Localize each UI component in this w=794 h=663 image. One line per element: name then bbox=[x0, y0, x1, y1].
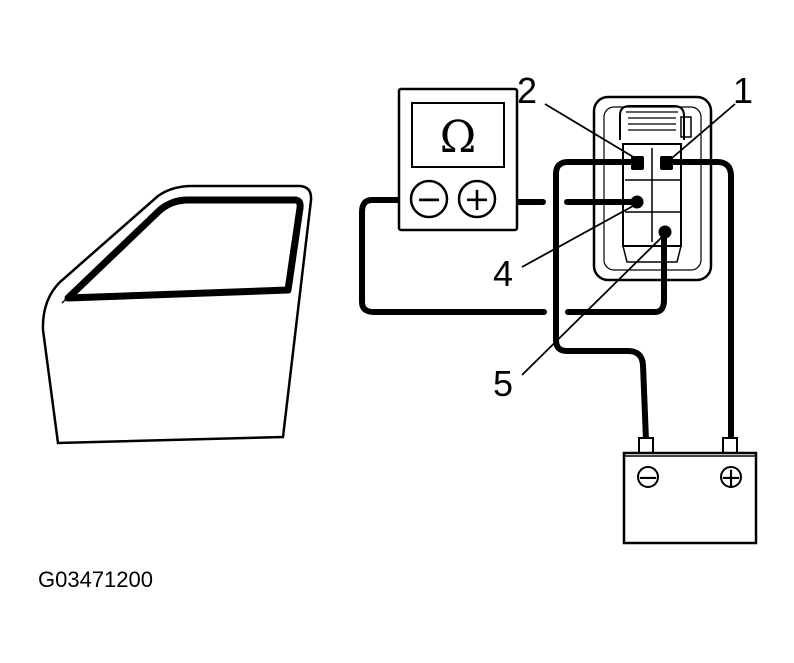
battery-positive-mark bbox=[720, 466, 742, 488]
ohmmeter-positive-jack bbox=[457, 179, 497, 219]
ohm-symbol: Ω bbox=[440, 112, 476, 163]
terminal-2-contact bbox=[631, 156, 644, 170]
switch-bottom-lip bbox=[622, 245, 682, 263]
battery-positive-symbol: + bbox=[720, 463, 742, 493]
ohmmeter-display bbox=[411, 102, 505, 168]
terminal-4-contact bbox=[630, 195, 644, 209]
wiring bbox=[359, 159, 734, 443]
terminal-5-contact bbox=[658, 225, 672, 239]
switch-top-latch-ribs bbox=[626, 111, 678, 131]
figure-code: G03471200 bbox=[38, 567, 153, 592]
battery-negative-post bbox=[638, 437, 654, 454]
leader-line-2 bbox=[544, 103, 636, 159]
callout-1: 1 bbox=[733, 70, 753, 111]
switch-outer-housing bbox=[592, 95, 713, 282]
ohmmeter: Ω − + bbox=[397, 87, 519, 232]
terminal-contacts bbox=[630, 156, 673, 239]
door-illustration bbox=[41, 184, 313, 445]
door-inner-trim bbox=[61, 213, 157, 304]
battery-negative-symbol: − bbox=[637, 463, 659, 493]
battery-negative-mark bbox=[637, 466, 659, 488]
callout-2: 2 bbox=[517, 70, 537, 111]
leader-line-5 bbox=[521, 236, 663, 376]
wire-ohmmeter-negative bbox=[359, 197, 547, 315]
battery: − + bbox=[622, 437, 758, 545]
door-switch-connector bbox=[592, 95, 713, 282]
wire-to-terminal-5 bbox=[565, 229, 667, 315]
callout-4: 4 bbox=[493, 253, 513, 294]
ohmmeter-positive-symbol: + bbox=[464, 180, 491, 218]
wire-terminal-1-battery-positive bbox=[665, 159, 734, 443]
ohmmeter-negative-jack bbox=[409, 179, 449, 219]
door-window-frame bbox=[64, 196, 304, 302]
ohmmeter-negative-symbol: − bbox=[416, 180, 443, 218]
battery-positive-post bbox=[722, 437, 738, 454]
callout-5: 5 bbox=[493, 363, 513, 404]
wire-terminal-2-battery-negative bbox=[553, 159, 649, 443]
terminal-1-contact bbox=[660, 156, 673, 170]
switch-top-tab bbox=[680, 116, 692, 138]
switch-top-latch bbox=[619, 105, 685, 140]
leader-line-4 bbox=[521, 205, 634, 268]
leader-lines bbox=[521, 103, 736, 376]
door-outer-outline bbox=[41, 184, 313, 445]
leader-line-1 bbox=[671, 103, 736, 159]
